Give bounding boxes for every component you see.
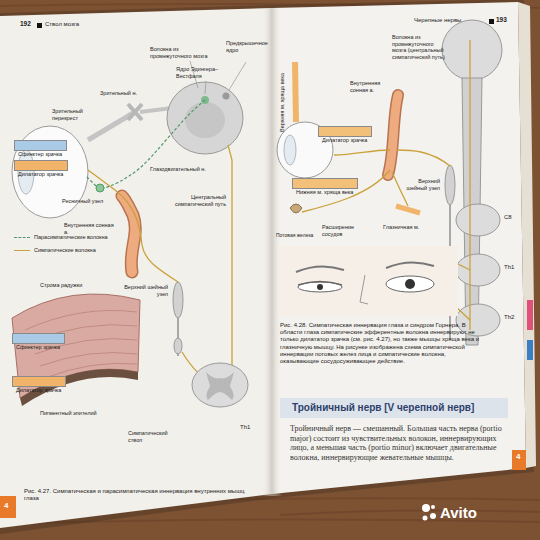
running-head: Черепные нервы: [414, 17, 461, 24]
section-heading: Тройничный нерв [V черепной нерв]: [292, 402, 474, 414]
part-label: C8: [504, 214, 512, 221]
part-label: Предкрышечное ядро: [226, 40, 270, 53]
part-label: Верхняя м. хряща века: [279, 73, 286, 132]
chapter-tab: 4: [4, 501, 8, 511]
box-text: Дилататор зрачка: [18, 171, 63, 178]
box-text: Сфинктер зрачка: [16, 344, 60, 351]
legend-row: Симпатические волокна: [14, 247, 96, 253]
part-label: Глазничная м.: [383, 224, 419, 231]
part-label: Глазодвигательный н.: [150, 166, 206, 173]
part-label: Симпатический ствол: [128, 430, 182, 443]
watermark: Avito: [440, 504, 477, 522]
part-label: Th2: [504, 314, 514, 321]
muscle-label-box: Сфинктер зрачка: [12, 333, 65, 344]
part-label: Ядро Эдингера–Вестфаля: [176, 66, 238, 79]
part-label: Пигментный эпителий: [40, 410, 97, 417]
muscle-label-box: Дилататор зрачка: [318, 126, 372, 137]
part-label: Расширение сосудов: [322, 224, 368, 237]
page-number: 193: [496, 16, 507, 24]
muscle-label-box: Нижняя м. хряща века: [292, 178, 358, 189]
figure-caption: Рис. 4.27. Симпатическая и парасимпатиче…: [24, 488, 260, 502]
legend-text: Симпатические волокна: [34, 247, 96, 253]
part-label: Th1: [240, 424, 250, 431]
legend-swatch: [14, 250, 30, 251]
box-text: Дилататор зрачка: [16, 387, 61, 394]
part-label: Внутренняя сонная а.: [64, 222, 114, 235]
box-text: Нижняя м. хряща века: [296, 189, 353, 196]
part-label: Волокна из промежуточного мозга: [150, 46, 216, 59]
muscle-label-box: Дилататор зрачка: [14, 160, 68, 171]
figure-caption: Рис. 4.28. Симпатическая иннервация глаз…: [280, 322, 485, 365]
muscle-label-box: Дилататор зрачка: [12, 376, 66, 387]
part-label: Th1: [504, 264, 514, 271]
part-label: Зрительный н.: [100, 90, 137, 97]
part-label: Волокна из промежуточного мозга (централ…: [392, 34, 448, 60]
part-label: Центральный симпатический путь: [170, 194, 226, 207]
muscle-label-box: Сфинктер зрачка: [14, 140, 67, 151]
page-number: 192: [20, 20, 31, 28]
legend-swatch: [14, 237, 30, 238]
part-label: Потовая железа: [276, 232, 313, 238]
body-text: Тройничный нерв — смешанный. Большая час…: [290, 424, 505, 462]
part-label: Внутренняя сонная а.: [350, 80, 396, 93]
part-label: Верхний шейный узел: [116, 284, 168, 297]
part-label: Верхний шейный узел: [400, 178, 440, 191]
part-label: Строма радужки: [40, 282, 82, 289]
legend-row: Парасимпатические волокна: [14, 234, 108, 240]
legend-text: Парасимпатические волокна: [34, 234, 108, 240]
chapter-tab: 4: [516, 452, 520, 462]
part-label: Ресничный узел: [62, 198, 108, 205]
part-label: Зрительный перекрест: [52, 108, 98, 121]
running-head: Ствол мозга: [45, 21, 79, 28]
box-text: Сфинктер зрачка: [18, 151, 62, 158]
box-text: Дилататор зрачка: [322, 137, 367, 144]
